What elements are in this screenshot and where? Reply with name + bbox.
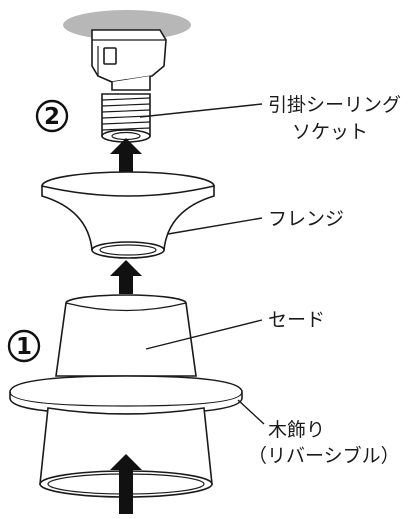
step-1-marker: 1 xyxy=(7,329,41,363)
leader-shade xyxy=(145,319,263,350)
label-shade: セード xyxy=(268,309,325,331)
step-2-label: 2 xyxy=(44,104,60,130)
label-wood-line1: 木飾り xyxy=(268,419,325,441)
ceiling-socket xyxy=(91,29,167,91)
leader-flange xyxy=(167,217,263,235)
threaded-nipple xyxy=(101,93,151,143)
label-socket-line1: 引掛シーリング xyxy=(268,94,401,116)
label-wood-line2: （リバーシブル） xyxy=(248,444,400,467)
wood-ring xyxy=(9,375,243,415)
label-socket-line2: ソケット xyxy=(292,121,368,143)
step-2-marker: 2 xyxy=(35,99,69,133)
step-1-label: 1 xyxy=(16,334,32,360)
leader-wood xyxy=(237,399,265,425)
arrow-up-flange xyxy=(110,260,142,294)
leader-socket xyxy=(139,103,263,118)
label-flange: フレンジ xyxy=(268,208,344,230)
flange xyxy=(41,171,215,259)
arrow-up-bottom xyxy=(110,454,142,514)
shade xyxy=(55,294,197,377)
arrow-up-socket xyxy=(110,138,142,172)
